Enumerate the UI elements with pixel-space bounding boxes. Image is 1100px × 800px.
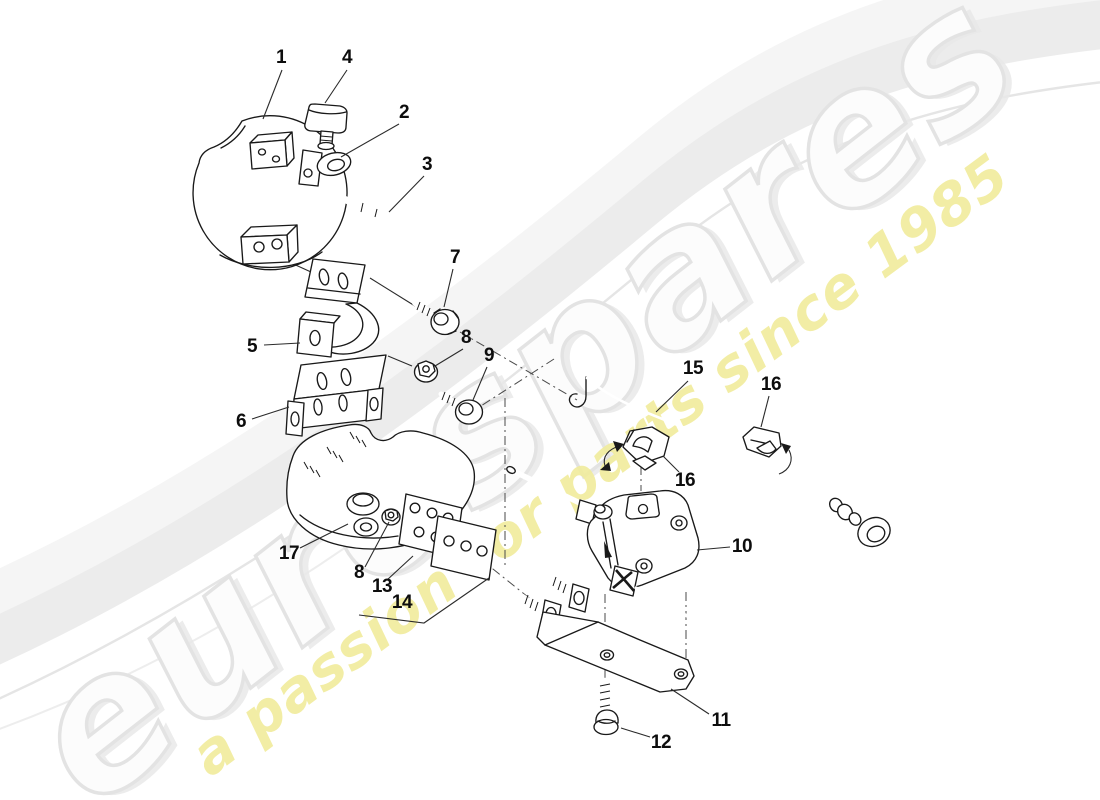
leader-lines <box>251 69 770 738</box>
swoosh-curve <box>0 0 1100 730</box>
part-label-8: 8 <box>353 562 365 583</box>
part-label-14: 14 <box>391 592 413 613</box>
part-15-release-cable <box>568 376 891 548</box>
part-17-mounting-plate <box>286 423 476 550</box>
part-label-13: 13 <box>371 576 393 597</box>
part-8-nut-upper <box>413 360 439 383</box>
part-10-actuator <box>506 465 743 644</box>
part-label-5: 5 <box>246 336 258 357</box>
part-6-hinge-bracket <box>285 354 387 437</box>
part-3-pin <box>340 195 399 225</box>
part-label-4: 4 <box>341 47 353 68</box>
part-label-3: 3 <box>421 154 433 175</box>
part-label-16: 16 <box>760 374 782 395</box>
part-label-17: 17 <box>278 543 300 564</box>
part-label-10: 10 <box>731 536 753 557</box>
part-label-11: 11 <box>711 710 731 731</box>
part-5-hinge <box>296 258 380 358</box>
part-7-bolt <box>412 300 460 336</box>
part-label-8: 8 <box>460 327 472 348</box>
part-label-16: 16 <box>674 470 696 491</box>
part-16-clip-right <box>742 426 792 475</box>
part-label-15: 15 <box>682 358 704 379</box>
part-14-shim <box>430 515 497 581</box>
part-label-7: 7 <box>449 247 461 268</box>
part-12-screw <box>593 677 619 736</box>
part-11-actuator-bracket <box>519 575 695 693</box>
part-16-clip-left <box>600 426 670 471</box>
part-8-nut-lower <box>381 508 401 526</box>
part-label-12: 12 <box>650 732 672 753</box>
plate-studs <box>292 430 374 486</box>
part-label-9: 9 <box>483 345 495 366</box>
part-4-buffer <box>304 103 348 151</box>
part-label-1: 1 <box>275 47 287 68</box>
part-2-striker-bracket <box>298 149 352 187</box>
part-label-2: 2 <box>398 102 410 123</box>
part-label-6: 6 <box>235 411 247 432</box>
part-9-bolt <box>438 391 484 425</box>
